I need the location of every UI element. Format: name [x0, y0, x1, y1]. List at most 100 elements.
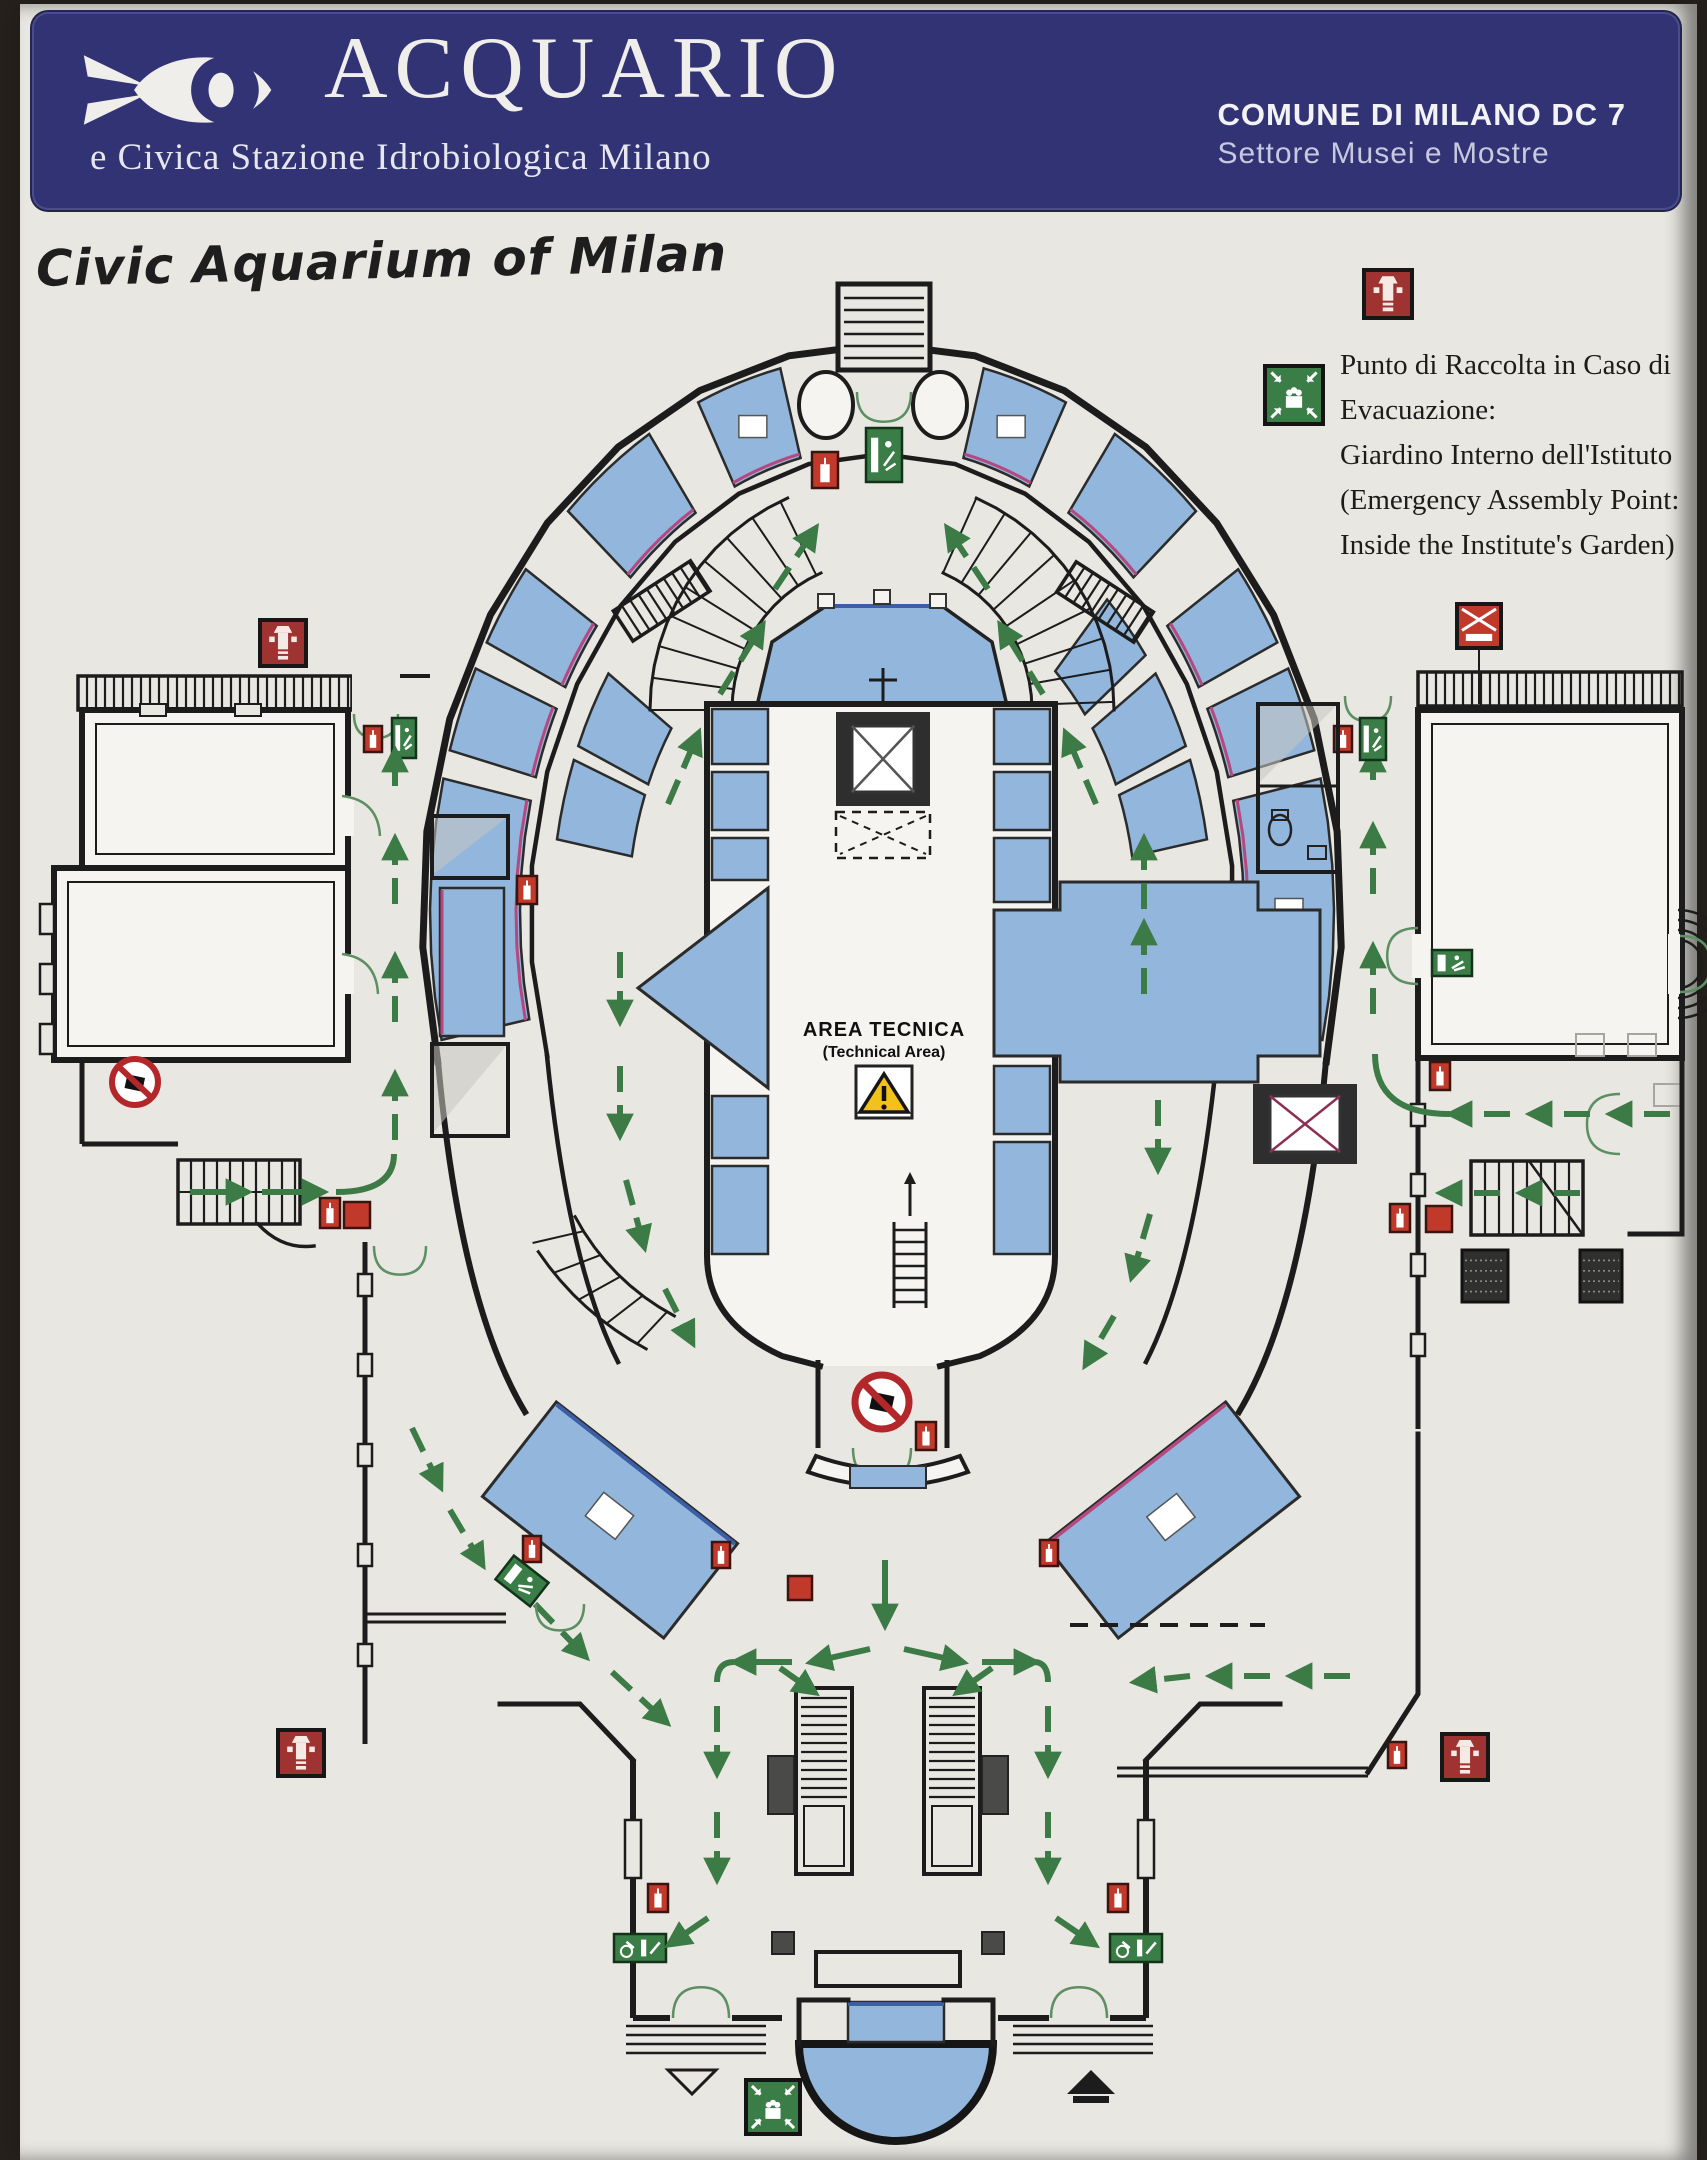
running-man-glyph: [518, 1587, 531, 1595]
vestibule: [846, 2000, 946, 2044]
door-gap: [1668, 934, 1680, 994]
window: [38, 962, 56, 996]
door-swing: [372, 1245, 401, 1276]
extinguisher-glyph: [1396, 1213, 1404, 1228]
aquarium-tank: [1042, 1399, 1302, 1641]
pilaster: [356, 1272, 374, 1298]
elevator-x: [1269, 1095, 1341, 1153]
stair-tread: [671, 572, 693, 604]
aquarium-tank: [576, 671, 673, 787]
stair-tread: [637, 593, 659, 626]
entry-direction-arrow: [1067, 2070, 1115, 2094]
running-man-glyph: [395, 725, 401, 751]
elevator-x: [851, 725, 915, 793]
stair-tread: [703, 560, 768, 615]
room: [1415, 707, 1685, 1061]
stair-tread: [1029, 668, 1111, 685]
up-arrow: [904, 1172, 916, 1184]
no-entry-core: [851, 1371, 938, 1452]
right-wing-arrows: [1359, 744, 1670, 1207]
north-exit: [810, 281, 933, 490]
entrance-hall: [497, 1453, 1283, 2145]
escalator: [794, 1686, 854, 1876]
escalator: [922, 1686, 982, 1876]
pilaster: [1409, 1252, 1427, 1278]
wheelchair-glyph: [649, 1941, 661, 1955]
door-swing: [1385, 926, 1419, 957]
legend-line: Giardino Interno dell'Istituto: [1340, 439, 1672, 471]
hall-icons: [612, 1431, 1490, 2136]
stair-tread: [652, 676, 734, 691]
extinguisher-glyph: [1045, 1548, 1053, 1562]
wheelchair-glyph: [619, 1944, 634, 1958]
extinguisher-glyph: [717, 1550, 725, 1564]
wheelchair-glyph: [641, 1939, 647, 1957]
aquarium-tank: [710, 770, 770, 832]
exit-sign-icon: [1430, 948, 1474, 978]
technical-area-sign: [854, 1064, 914, 1120]
assembly-people: [1285, 396, 1303, 408]
door-swing: [1679, 934, 1707, 951]
tank-edge: [1046, 1403, 1227, 1546]
assembly-arrow: [1273, 408, 1281, 416]
extinguisher-glyph: [326, 1208, 334, 1224]
furniture: [1627, 1033, 1657, 1057]
page-subtitle: e Civica Stazione Idrobiologica Milano: [90, 137, 712, 178]
core-tanks: [635, 707, 1322, 1256]
pillar: [929, 593, 947, 609]
aquarium-tank: [992, 836, 1052, 904]
evacuation-route-arrow: [717, 619, 766, 696]
escalator-pod: [981, 1755, 1009, 1815]
pillar: [873, 589, 891, 605]
department-line1: COMUNE DI MILANO DC 7: [1217, 97, 1626, 132]
alarm-glyph: [1461, 607, 1497, 632]
tank-label-box: [1145, 1492, 1197, 1542]
stair-tread: [679, 566, 701, 599]
apse-arc: [1677, 908, 1707, 1020]
aquarium-tank: [1091, 671, 1188, 787]
legend-line: Punto di Raccolta in Caso di: [1340, 349, 1671, 381]
ventilation-grate: [1460, 1248, 1510, 1304]
tank-edge: [555, 1403, 736, 1546]
shading: [434, 818, 506, 874]
alarm-glyph: [1465, 633, 1493, 641]
exit-sign-icon: [1358, 716, 1388, 762]
right-wing: [1385, 602, 1707, 1429]
room-inner-wall: [95, 723, 335, 855]
aquarium-tank: [992, 707, 1052, 766]
stair-tread: [942, 497, 978, 574]
route-curve: [335, 1153, 397, 1195]
aquarium-tank: [1066, 432, 1198, 580]
no-entry-slash: [859, 1379, 905, 1425]
stair-tread: [553, 1254, 601, 1274]
evacuation-route-arrow: [1054, 1915, 1100, 1949]
pilaster: [356, 1442, 374, 1468]
door-swing: [1078, 1985, 1109, 2019]
department-block: COMUNE DI MILANO DC 7 Settore Musei e Mo…: [1218, 96, 1627, 172]
stair-tread: [1122, 604, 1145, 637]
wall: [1142, 1701, 1283, 1764]
assembly-arrow: [754, 2088, 761, 2095]
door-swing: [671, 1985, 702, 2019]
door-swing: [1585, 1123, 1621, 1156]
running-man-glyph: [1454, 955, 1460, 961]
escalators: [767, 1686, 1009, 1955]
wheelchair-glyph: [1121, 1940, 1131, 1949]
door-gap: [352, 672, 400, 714]
fish-pupil: [208, 72, 234, 108]
stair-tread: [1016, 607, 1091, 646]
evacuation-route-arrow: [997, 619, 1046, 696]
stair-tread: [1106, 593, 1128, 626]
assembly-arrow: [1307, 374, 1315, 382]
evacuation-route-arrow: [664, 1915, 710, 1949]
plan-texts: Punto di Raccolta in Caso di Evacuazione…: [803, 349, 1680, 1061]
tank-edge: [514, 799, 529, 1021]
assembly-people: [765, 2108, 781, 2119]
evacuation-route-arrow: [609, 1669, 672, 1727]
floor-plan: Punto di Raccolta in Caso di Evacuazione…: [38, 268, 1707, 2145]
stair-tread: [1089, 583, 1111, 615]
stair-tread: [669, 614, 746, 650]
route-curve: [1372, 1053, 1451, 1117]
exit-direction-arrow: [664, 2068, 720, 2097]
ventilation-grate: [1578, 1248, 1624, 1304]
